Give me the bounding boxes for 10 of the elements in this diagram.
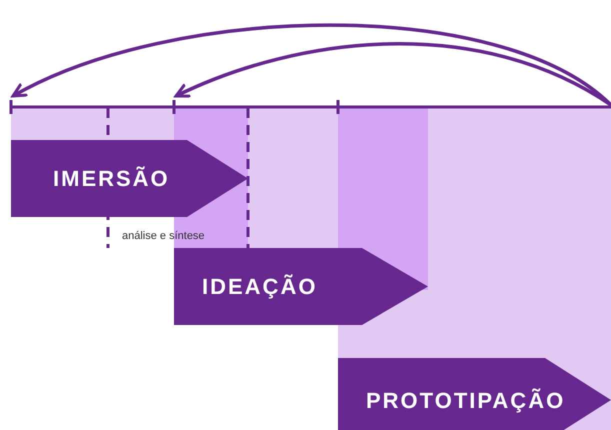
phase-note: análise e síntese	[122, 229, 205, 244]
phase-banner	[338, 358, 611, 430]
phase-label: IMERSÃO	[53, 165, 170, 193]
phase-label: PROTOTIPAÇÃO	[366, 386, 566, 415]
curved-arrow	[174, 42, 611, 106]
phase-label: IDEAÇÃO	[202, 273, 318, 301]
phase-banner	[11, 140, 248, 217]
tick-mark	[10, 100, 12, 114]
phase-banner	[174, 248, 428, 325]
tick-mark	[172, 100, 176, 114]
